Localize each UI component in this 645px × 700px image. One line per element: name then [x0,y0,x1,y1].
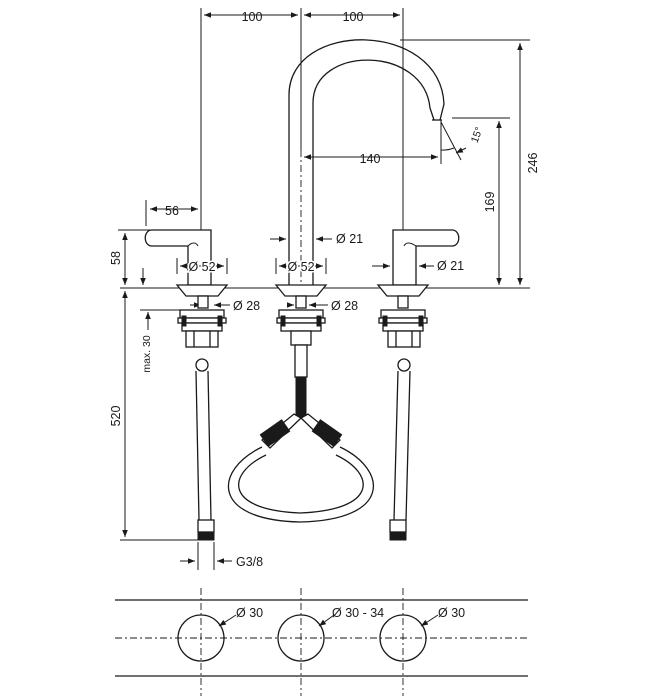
dim-handle-reach: 56 [165,204,179,218]
center-base-diameter-dimension: Ø 52 [275,258,327,276]
center-shank-diameter-dimension: Ø 28 [287,299,358,313]
dim-spout-height: 169 [483,192,497,213]
spout-reach-dimension: 140 [304,120,442,166]
hole-right [379,614,427,662]
spout-angle-dimension: 15° [440,121,486,161]
handle-height-dimension: 58 [109,229,150,285]
left-handle [144,229,212,286]
dim-spout-pipe-diameter: Ø 21 [336,232,363,246]
dim-handle-height: 58 [109,251,123,265]
center-mounting-assembly [276,295,326,378]
dim-hole-left: Ø 30 [236,606,263,620]
dim-left-shank-diameter: Ø 28 [233,299,260,313]
dim-right-handle-diameter: Ø 21 [437,259,464,273]
max-thickness-dimension: max. 30 [140,309,180,373]
dim-spout-angle: 15° [469,125,486,144]
spout-pipe-diameter-dimension: Ø 21 [270,232,363,246]
right-mounting-assembly [378,295,428,372]
dim-top-left-spacing: 100 [242,10,263,24]
top-spacing-dimensions: 100 100 [200,8,404,232]
dim-overall-height: 246 [526,153,540,174]
dim-hole-center: Ø 30 - 34 [332,606,384,620]
dim-spout-reach: 140 [360,152,381,166]
dim-hole-right: Ø 30 [438,606,465,620]
right-supply-hose [389,370,411,541]
shank-length-dimension: 520 [109,291,200,541]
dim-max-thickness: max. 30 [141,335,153,373]
right-handle [392,229,460,286]
left-base-diameter-dimension: Ø 52 [176,258,228,276]
thread-dimension: G3/8 [180,542,263,570]
height-dimensions: 246 169 [120,39,540,289]
hole-left [177,614,225,662]
right-handle-diameter-dimension: Ø 21 [372,259,464,273]
left-shank-diameter-dimension: Ø 28 [190,299,260,313]
flanges [175,284,430,297]
handle-reach-dimension: 56 [145,200,198,226]
dim-top-right-spacing: 100 [343,10,364,24]
left-supply-hose [195,370,215,541]
center-connector-hose [227,377,375,523]
dim-thread: G3/8 [236,555,263,569]
hole-center [277,614,325,662]
dim-center-base-diameter: Ø 52 [287,260,314,274]
left-mounting-assembly [177,295,227,372]
dim-center-shank-diameter: Ø 28 [331,299,358,313]
dim-left-base-diameter: Ø 52 [188,260,215,274]
dim-shank-length: 520 [109,406,123,427]
hole-plan-view: Ø 30 Ø 30 - 34 Ø 30 [115,588,528,696]
